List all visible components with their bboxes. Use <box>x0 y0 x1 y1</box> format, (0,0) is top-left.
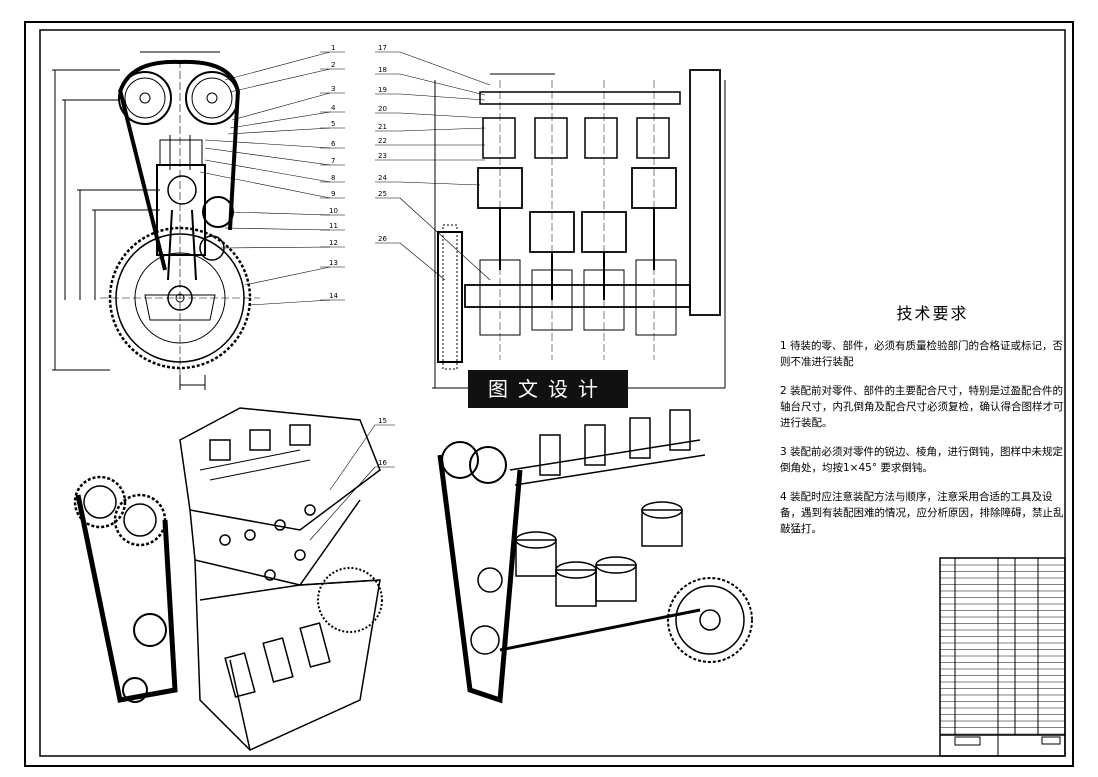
watermark-banner: 图文设计 <box>468 370 628 408</box>
callout-label: 15 <box>378 417 387 425</box>
callout-label: 3 <box>331 85 336 93</box>
requirement-item: 1 待装的零、部件，必须有质量检验部门的合格证或标记，否则不准进行装配 <box>780 340 1064 368</box>
iso-engine-block <box>73 407 383 751</box>
callout-label: 26 <box>378 235 387 243</box>
outer-border <box>24 21 1074 767</box>
callout-label: 9 <box>331 190 336 198</box>
title-block <box>939 557 1066 757</box>
callout-label: 8 <box>331 174 336 182</box>
iso-internals <box>437 409 753 704</box>
technical-requirements: 技术要求 1 待装的零、部件，必须有质量检验部门的合格证或标记，否则不准进行装配… <box>780 300 1065 550</box>
requirement-item: 4 装配时应注意装配方法与顺序，注意采用合适的工具及设备，遇到有装配困难的情况，… <box>780 491 1064 535</box>
requirement-item: 3 装配前必须对零件的锐边、棱角，进行倒钝，图样中未规定倒角处，均按1×45° … <box>780 446 1064 474</box>
callout-label: 25 <box>378 190 387 198</box>
callout-label: 10 <box>329 207 338 215</box>
callout-label: 17 <box>378 44 387 52</box>
callout-label: 6 <box>331 140 336 148</box>
callout-label: 13 <box>329 259 338 267</box>
callout-label: 21 <box>378 123 387 131</box>
callout-label: 22 <box>378 137 387 145</box>
callout-label: 18 <box>378 66 387 74</box>
front-view-leaders <box>199 51 345 306</box>
front-view <box>52 51 260 390</box>
callout-label: 20 <box>378 105 387 113</box>
callout-label: 14 <box>329 292 338 300</box>
callout-label: 12 <box>329 239 338 247</box>
callout-label: 24 <box>378 174 387 182</box>
callout-label: 23 <box>378 152 387 160</box>
requirement-item: 2 装配前对零件、部件的主要配合尺寸，特别是过盈配合件的轴台尺寸，内孔倒角及配合… <box>780 385 1064 429</box>
callout-label: 19 <box>378 86 387 94</box>
callout-label: 4 <box>331 104 336 112</box>
callout-label: 11 <box>329 222 338 230</box>
callout-label: 5 <box>331 120 336 128</box>
callout-label: 16 <box>378 459 387 467</box>
parts-list-rows <box>940 564 1065 735</box>
inner-border <box>39 29 1066 757</box>
callout-label: 2 <box>331 61 336 69</box>
callout-label: 1 <box>331 44 336 52</box>
iso-left-leaders <box>309 424 395 541</box>
section-view-leaders <box>375 51 491 281</box>
technical-requirements-title: 技术要求 <box>896 304 969 323</box>
callout-label: 7 <box>331 157 336 165</box>
